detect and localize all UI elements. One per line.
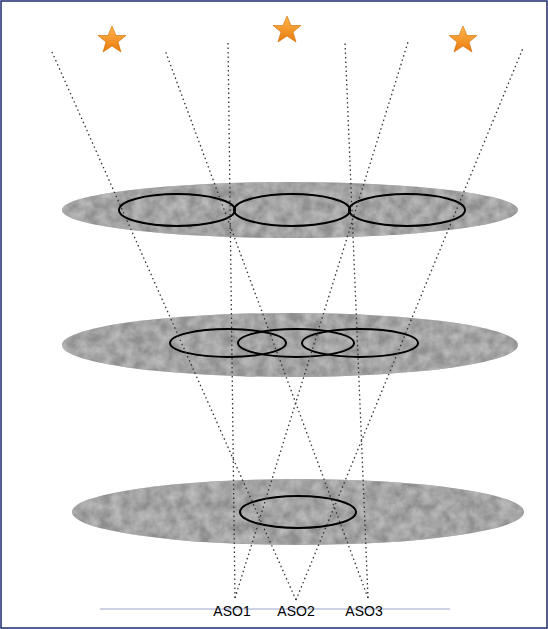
sensor-label: ASO3	[345, 603, 382, 619]
beam-footprints	[119, 194, 465, 528]
line-of-sight	[52, 42, 523, 600]
turbulent-layers	[62, 182, 524, 545]
baseline	[100, 609, 450, 610]
guide-stars	[98, 16, 477, 52]
sensor-label: ASO2	[277, 603, 314, 619]
sensor-label: ASO1	[213, 603, 250, 619]
